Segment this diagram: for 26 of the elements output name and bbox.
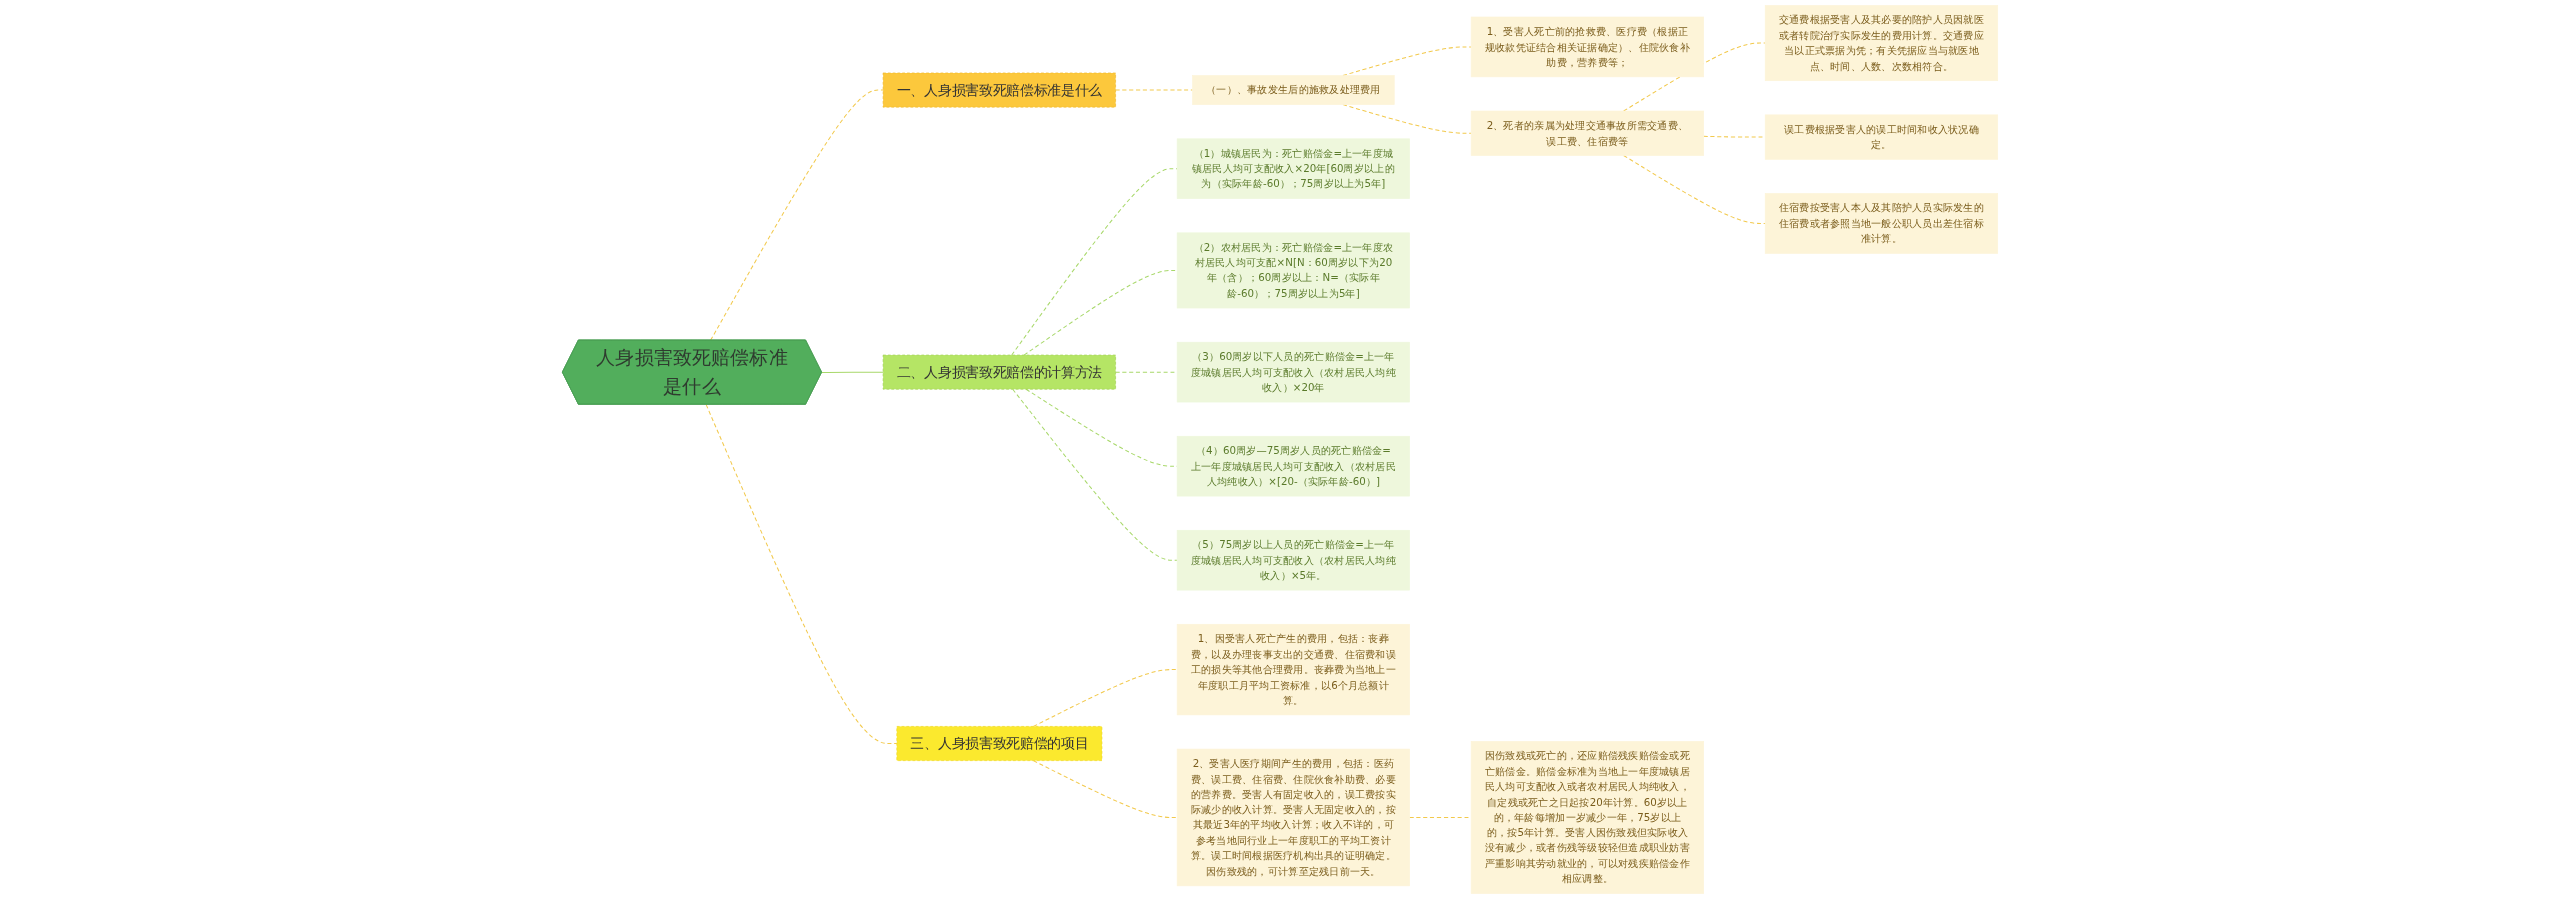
connector bbox=[1032, 669, 1178, 727]
node-box: 三、人身损害致死赔偿的项目 bbox=[896, 726, 1103, 761]
node-box: 1、受害人死亡前的抢救费、医疗费（根据正规收款凭证结合相关证据确定）、住院伙食补助费，营养费等； bbox=[1470, 16, 1704, 78]
connector bbox=[1011, 168, 1178, 356]
node-box: （2）农村居民为：死亡赔偿金=上一年度农村居民人均可支配×N[N：60周岁以下为20年（含）；60周岁以上：N=（实际年龄-60）；75周岁以上为5年] bbox=[1176, 232, 1410, 309]
node-box: 1、因受害人死亡产生的费用，包括：丧葬费，以及办理丧事支出的交通费、住宿费和误工的损失等其他合理费用。丧葬费为当地上一年度职工月平均工资标准，以6个月总额计算。 bbox=[1176, 623, 1410, 716]
connector bbox=[821, 371, 884, 373]
connector bbox=[1703, 135, 1766, 138]
node-box: 误工费根据受害人的误工时间和收入状况确定。 bbox=[1764, 114, 1998, 160]
node-box: （一）、事故发生后的施救及处理费用 bbox=[1192, 75, 1395, 105]
node-box: （4）60周岁—75周岁人员的死亡赔偿金=上一年度城镇居民人均可支配收入（农村居民人均纯收入）×[20-（实际年龄-60）] bbox=[1176, 435, 1410, 497]
node-box: 2、受害人医疗期间产生的费用，包括：医药费、误工费、住宿费、住院伙食补助费、必要的营养费。受害人有固定收入的，误工费按实际减少的收入计算。受害人无固定收入的，按其最近3年的平均收入计算；收入不详的，可参考当地同行业上一年度职工的平均工资计算。误工时间根据医疗机构出具的证明确定。因伤致残的，可计算至定残日前一天。 bbox=[1176, 748, 1410, 887]
node-box: （5）75周岁以上人员的死亡赔偿金=上一年度城镇居民人均可支配收入（农村居民人均纯收入）×5年。 bbox=[1176, 529, 1410, 591]
node-box: （3）60周岁以下人员的死亡赔偿金=上一年度城镇居民人均可支配收入（农村居民人均纯收入）×20年 bbox=[1176, 341, 1410, 403]
connector bbox=[1023, 269, 1178, 356]
node-box: （1）城镇居民为：死亡赔偿金=上一年度城镇居民人均可支配收入×20年[60周岁以上的为（实际年龄-60）；75周岁以上为5年] bbox=[1176, 138, 1410, 199]
node-box: 住宿费按受害人本人及其陪护人员实际发生的住宿费或者参照当地一般公职人员出差住宿标准计算。 bbox=[1764, 193, 1998, 254]
node-box: 一、人身损害致死赔偿标准是什么 bbox=[882, 72, 1116, 108]
connector bbox=[1012, 388, 1178, 561]
connector bbox=[1115, 89, 1194, 91]
node-box: 因伤致残或死亡的，还应赔偿残疾赔偿金或死亡赔偿金。赔偿金标准为当地上一年度城镇居民人均可支配收入或者农村居民人均纯收入，自定残或死亡之日起按20年计算。60岁以上的，年龄每增加一岁减少一年，75岁以上的，按5年计算。受害人因伤致残但实际收入没有减少，或者伤残等级较轻但造成职业妨害严重影响其劳动就业的，可以对残疾赔偿金作相应调整。 bbox=[1470, 741, 1704, 894]
node-box: 2、死者的亲属为处理交通事故所需交通费、误工费、住宿费等 bbox=[1470, 110, 1704, 156]
node-box: 交通费根据受害人及其必要的陪护人员因就医或者转院治疗实际发生的费用计算。交通费应当以正式票据为凭；有关凭据应当与就医地点、时间、人数、次数相符合。 bbox=[1764, 5, 1998, 82]
connector bbox=[1032, 760, 1178, 818]
node-box: 二、人身损害致死赔偿的计算方法 bbox=[882, 354, 1116, 390]
connector bbox=[1409, 816, 1472, 818]
